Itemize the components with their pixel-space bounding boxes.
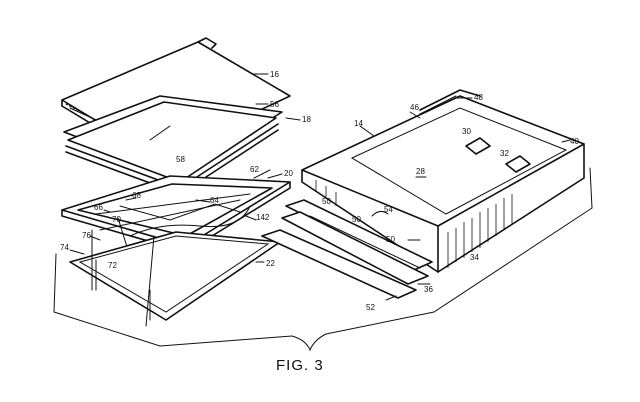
figure-caption: FIG. 3 <box>276 357 324 374</box>
label-70: 70 <box>112 215 121 224</box>
assembly-outline <box>53 167 593 352</box>
label-40: 40 <box>570 137 579 146</box>
label-22: 22 <box>266 259 275 268</box>
label-74: 74 <box>60 243 69 252</box>
label-16: 16 <box>270 70 279 79</box>
label-36: 36 <box>424 285 433 294</box>
label-54: 54 <box>384 205 393 214</box>
label-30: 30 <box>462 127 471 136</box>
label-66: 66 <box>94 203 103 212</box>
bottom-plate <box>69 229 281 327</box>
slide-strips <box>261 199 433 299</box>
label-64: 64 <box>210 196 219 205</box>
label-34: 34 <box>470 253 479 262</box>
pressure-frame <box>61 175 291 253</box>
label-58: 58 <box>176 155 185 164</box>
label-14: 14 <box>354 119 363 128</box>
leader-lines <box>69 73 571 301</box>
label-48: 48 <box>474 93 483 102</box>
cassette-housing <box>301 89 585 273</box>
label-20: 20 <box>284 169 293 178</box>
label-56: 56 <box>270 100 279 109</box>
label-46: 46 <box>410 103 419 112</box>
label-50-c: 50 <box>386 235 395 244</box>
label-50-a: 50 <box>322 197 331 206</box>
label-76: 76 <box>82 231 91 240</box>
label-50-b: 50 <box>352 215 361 224</box>
label-62: 62 <box>250 165 259 174</box>
label-72: 72 <box>108 261 117 270</box>
label-28: 28 <box>416 167 425 176</box>
label-52: 52 <box>366 303 375 312</box>
label-142: 142 <box>256 213 270 222</box>
label-32: 32 <box>500 149 509 158</box>
label-68: 68 <box>132 191 141 200</box>
label-18: 18 <box>302 115 311 124</box>
reference-numerals: 16 56 18 58 62 20 68 66 70 64 142 76 74 … <box>60 70 579 312</box>
